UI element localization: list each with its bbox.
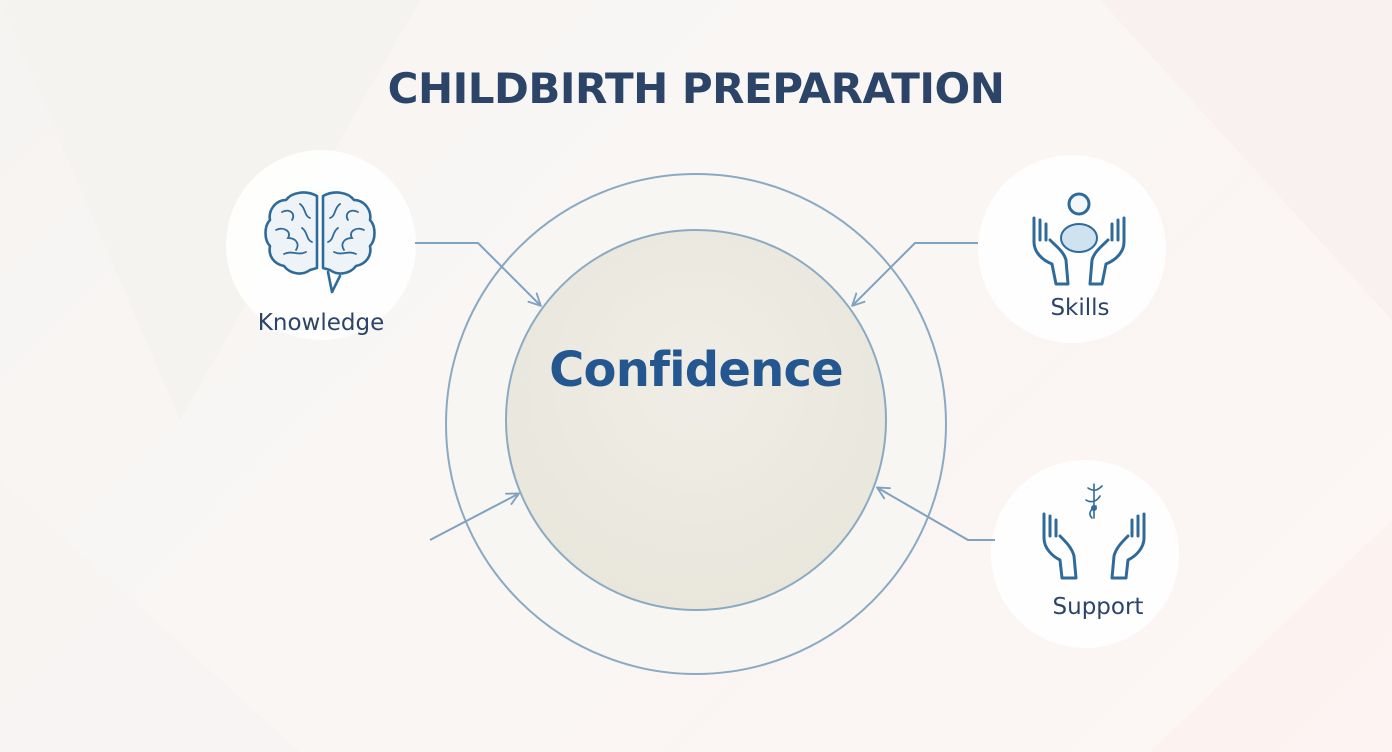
brain-icon <box>264 191 376 294</box>
arrow-knowledge <box>415 242 542 307</box>
knowledge-label: Knowledge <box>257 310 385 336</box>
skills-label: Skills <box>1050 295 1110 321</box>
support-label: Support <box>1052 594 1144 620</box>
support-node <box>991 460 1179 648</box>
diagram-title: CHILDBIRTH PREPARATION <box>387 64 1005 113</box>
arrow-support <box>876 486 995 541</box>
arrow-lower-left <box>429 492 520 541</box>
knowledge-node <box>226 150 416 340</box>
confidence-circle <box>505 229 887 611</box>
arrow-skills <box>851 242 978 307</box>
supporting-hands-icon <box>1042 483 1146 580</box>
confidence-label: Confidence <box>549 342 844 398</box>
person-in-hands-icon <box>1032 192 1126 286</box>
